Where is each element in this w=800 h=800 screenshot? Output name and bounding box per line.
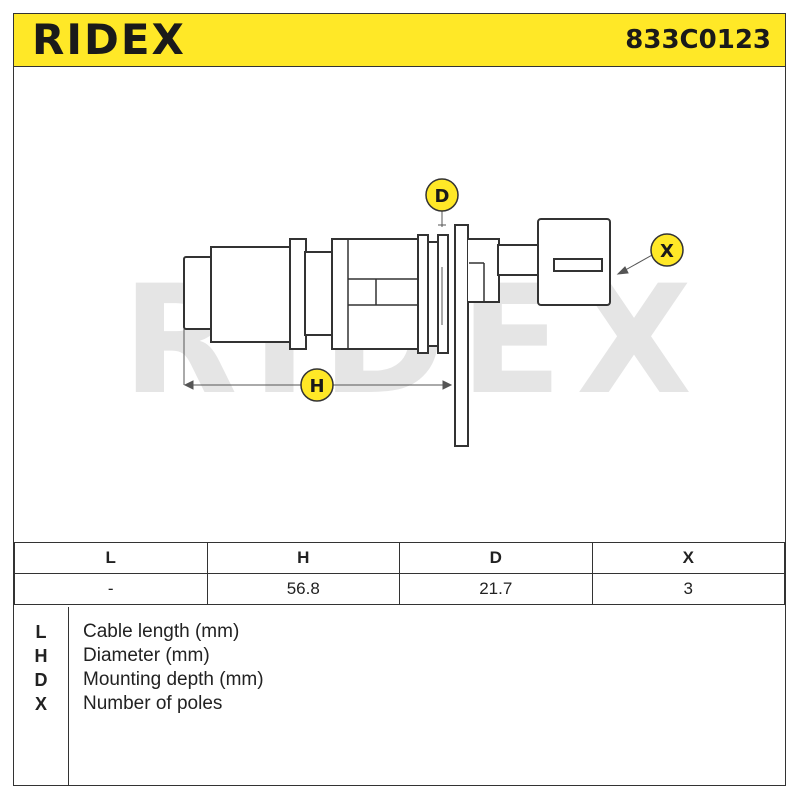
part-number: 833C0123 [625, 25, 771, 55]
header-cell-x: X [591, 542, 785, 574]
legend-item: X Number of poles [14, 692, 785, 716]
sensor-neck [304, 251, 334, 336]
label-x: X [650, 233, 684, 267]
o-ring-groove [427, 241, 439, 347]
legend-description: Cable length (mm) [83, 621, 240, 642]
value-cell-l: - [14, 573, 208, 605]
connector-neck [497, 244, 544, 276]
housing-detail-lines [347, 239, 485, 349]
legend: L Cable length (mm) H Diameter (mm) D Mo… [14, 607, 785, 785]
label-x-circle [650, 233, 684, 267]
mounting-flange [454, 224, 469, 447]
legend-key: H [34, 646, 48, 666]
legend-description: Mounting depth (mm) [83, 669, 264, 690]
header-cell-d: D [399, 542, 593, 574]
product-sheet-frame: RIDEX 833C0123 RIDEX [13, 13, 786, 786]
legend-key: X [34, 694, 47, 714]
sensor-outline [183, 218, 611, 447]
label-x-text: X [660, 241, 674, 262]
o-ring-2 [437, 234, 449, 354]
legend-item: L Cable length (mm) [14, 620, 785, 644]
legend-item: H Diameter (mm) [14, 644, 785, 668]
value-cell-x: 3 [591, 573, 785, 605]
header-cell-h: H [206, 542, 400, 574]
legend-description: Number of poles [83, 693, 223, 714]
label-h-text: H [309, 376, 324, 397]
o-ring-1 [417, 234, 429, 354]
legend-item: D Mounting depth (mm) [14, 668, 785, 692]
label-h-circle [300, 368, 334, 402]
sensor-body-front [210, 246, 292, 343]
x-pointer-line [616, 253, 655, 275]
label-d-circle [425, 178, 459, 212]
legend-divider [68, 607, 69, 785]
legend-key: L [35, 622, 47, 642]
ridex-logo: RIDEX [32, 15, 186, 64]
legend-key: D [34, 670, 48, 690]
dimensions-table: L H D X - 56.8 21.7 3 [14, 542, 785, 605]
value-cell-h: 56.8 [206, 573, 400, 605]
header-cell-l: L [14, 542, 208, 574]
label-h: H [300, 368, 334, 402]
sensor-collar-1 [289, 238, 307, 350]
sensor-tip [183, 256, 213, 330]
label-d: D [425, 178, 459, 212]
table-header-row: L H D X [14, 542, 785, 574]
sensor-technical-drawing: RIDEX [14, 67, 785, 545]
header-bar: RIDEX 833C0123 [14, 14, 785, 67]
label-d-text: D [435, 186, 450, 207]
table-value-row: - 56.8 21.7 3 [14, 573, 785, 605]
connector-latch [553, 258, 603, 272]
value-cell-d: 21.7 [399, 573, 593, 605]
sensor-housing [331, 238, 419, 350]
legend-description: Diameter (mm) [83, 645, 210, 666]
sensor-drawing-svg: RIDEX [122, 178, 692, 447]
